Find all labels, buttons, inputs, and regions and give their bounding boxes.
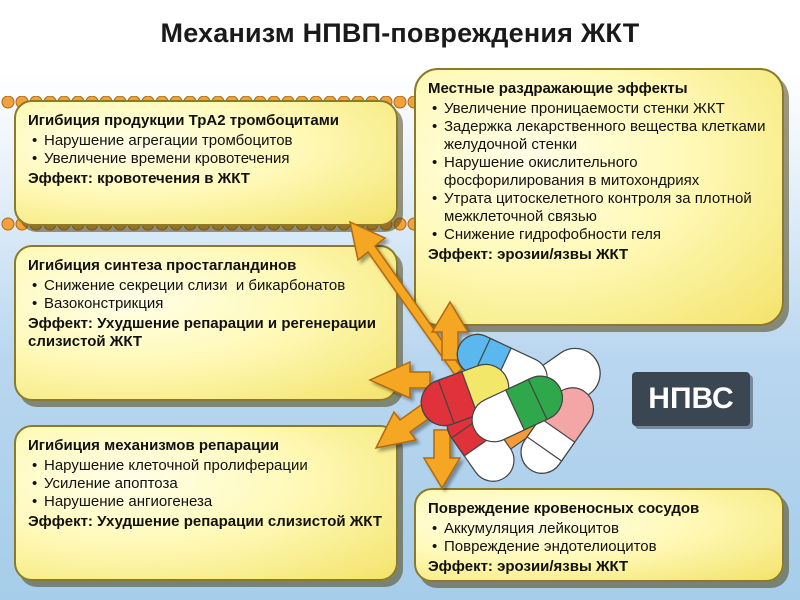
bullet-list: Аккумуляция лейкоцитов Повреждение эндот… [428,520,770,556]
bullet-item: Нарушение окислительного фосфорилировани… [428,154,770,190]
capsule-pink [520,387,595,474]
box-heading: Местные раздражающие эффекты [428,80,688,97]
bullet-item: Нарушение агрегации тромбоцитов [28,132,384,150]
bullet-item: Увеличение проницаемости стенки ЖКТ [428,100,770,118]
bullet-item: Повреждение эндотелиоцитов [428,538,770,556]
bullet-item: Снижение секреции слизи и бикарбонатов [28,277,384,295]
bullet-list: Нарушение агрегации тромбоцитов Увеличен… [28,132,384,168]
lipid-head [1,217,15,231]
lipid-head [393,217,407,231]
effect-text: Эффект: эрозии/язвы ЖКТ [428,558,629,575]
box-heading: Повреждение кровеносных сосудов [428,500,700,517]
page-title: Механизм НПВП-повреждения ЖКТ [160,18,640,48]
bullet-item: Увеличение времени кровотечения [28,150,384,168]
box-heading: Игибиция механизмов репарации [28,437,279,454]
bullet-list: Увеличение проницаемости стенки ЖКТ Заде… [428,100,770,244]
arrow-to-prostaglandin [368,360,431,400]
bullet-item: Утрата цитоскелетного контроля за плотно… [428,190,770,226]
effect-text: Эффект: Ухудшение репарации и регенераци… [28,315,376,350]
bullet-item: Нарушение ангиогенеза [28,493,384,511]
bullet-item: Нарушение клеточной пролиферации [28,457,384,475]
prostaglandin-inhibition-box: Игибиция синтеза простагландинов Снижени… [14,245,398,401]
bullet-item: Вазоконстрикция [28,295,384,313]
repair-inhibition-box: Игибиция механизмов репарации Нарушение … [14,425,398,581]
lipid-head [1,96,15,109]
effect-text: Эффект: эрозии/язвы ЖКТ [428,246,629,263]
bullet-item: Аккумуляция лейкоцитов [428,520,770,538]
effect-text: Эффект: кровотечения в ЖКТ [28,170,250,187]
bullet-item: Усиление апоптоза [28,475,384,493]
nsaid-label: НПВС [632,372,750,426]
effect-text: Эффект: Ухудшение репарации слизистой ЖК… [28,513,382,530]
capsule-green [471,375,563,443]
local-irritant-effects-box: Местные раздражающие эффекты Увеличение … [414,68,784,326]
bullet-item: Снижение гидрофобности геля [428,226,770,244]
bullet-item: Задержка лекарственного вещества клеткам… [428,118,770,154]
bullet-list: Нарушение клеточной пролиферации Усилени… [28,457,384,511]
blood-vessel-damage-box: Повреждение кровеносных сосудов Аккумуля… [414,488,784,582]
lipid-head [393,96,407,109]
platelet-inhibition-box: Игибиция продукции ТрА2 тромбоцитами Нар… [14,100,398,226]
box-heading: Игибиция синтеза простагландинов [28,257,297,274]
box-heading: Игибиция продукции ТрА2 тромбоцитами [28,112,340,129]
bullet-list: Снижение секреции слизи и бикарбонатов В… [28,277,384,313]
